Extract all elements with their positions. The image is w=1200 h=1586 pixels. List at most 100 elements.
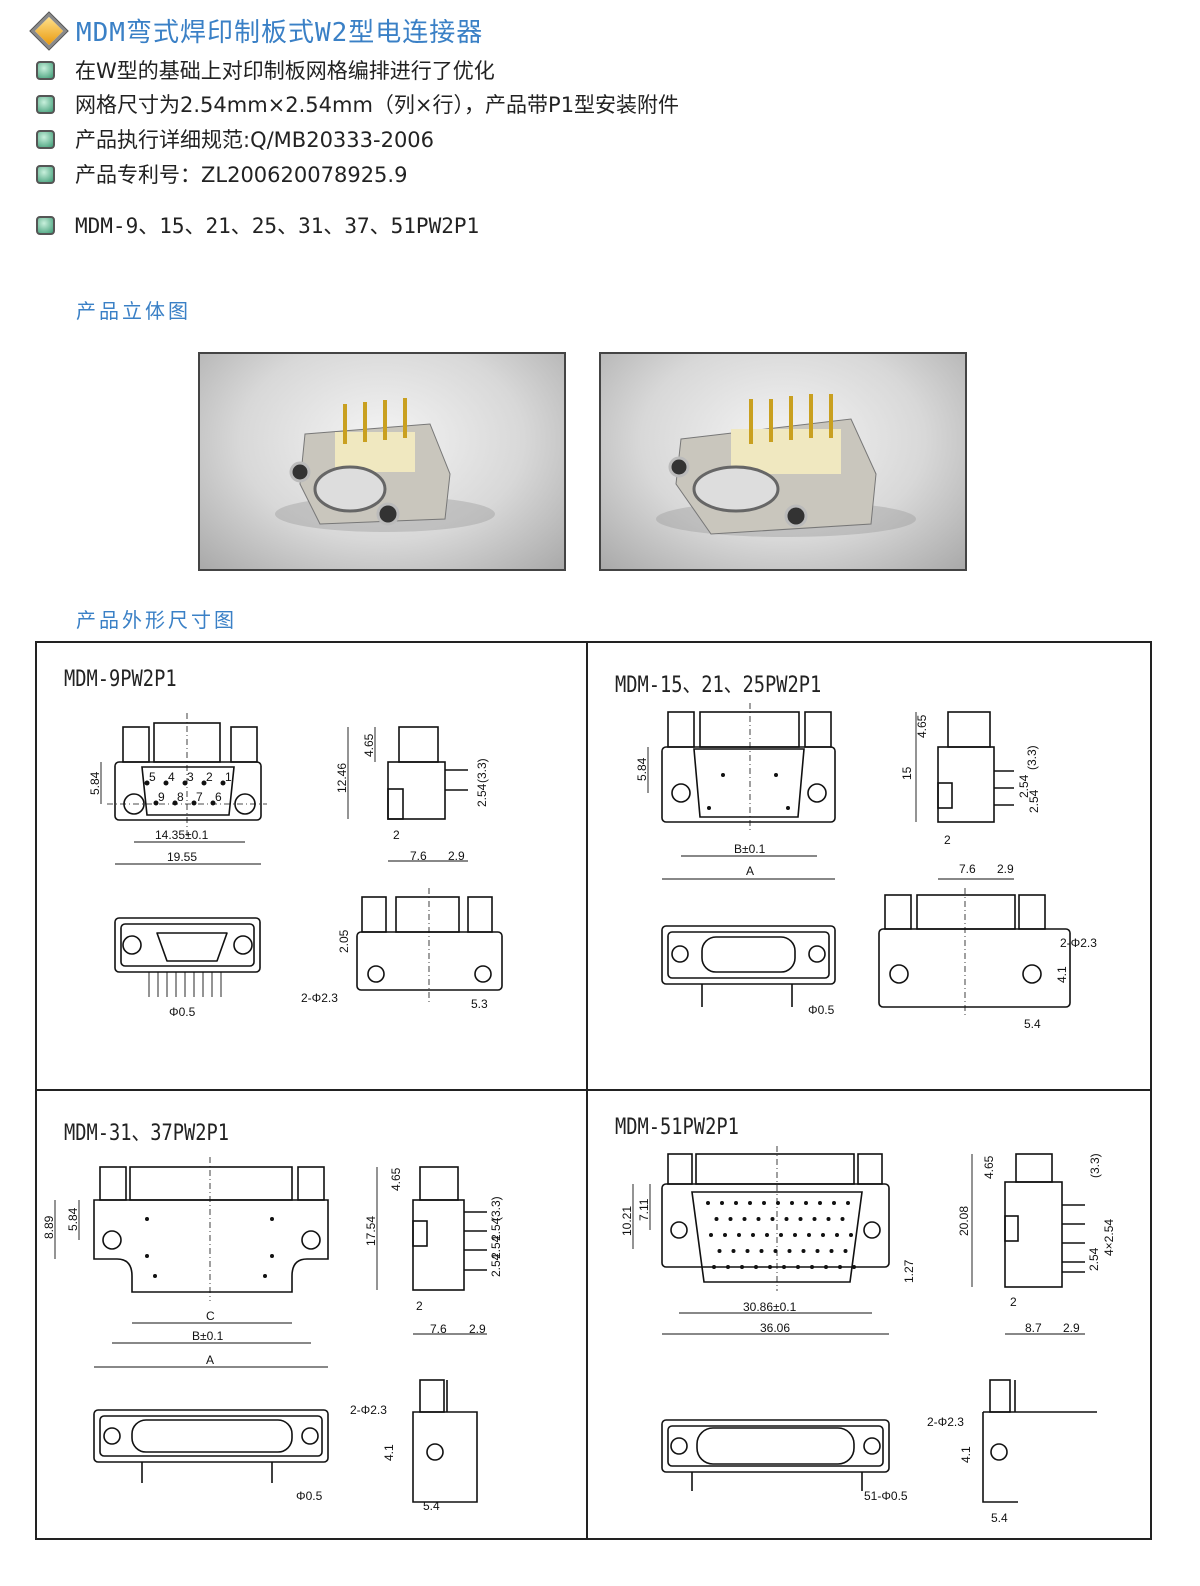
contact-dot [728,1217,733,1221]
dim-label: 4.65 [982,1155,996,1179]
contact-dot [821,1233,825,1237]
dim-label: 5.3 [471,997,488,1011]
dim-label: 20.08 [957,1206,971,1236]
contact-dot [818,1201,822,1205]
contact-dot [776,1201,780,1205]
dim-label: 36.06 [760,1321,790,1335]
dim-label: 2.54 [489,1253,503,1277]
dim-label: 2-Φ2.3 [350,1403,387,1417]
bullet-text: MDM-9、15、21、25、31、37、51PW2P1 [75,214,480,238]
front-view: 5.84 B±0.1 A [635,703,836,880]
dim-label: 7.6 [959,862,976,876]
dim-label: 5.84 [635,757,649,781]
contact-dot [714,1217,719,1221]
bottom-view: Φ0.5 [661,925,836,1017]
dim-label: 12.46 [335,763,349,793]
dim-label: 4.1 [1055,966,1069,983]
contact-dot [784,1217,789,1221]
rear-view: 2.05 2-Φ2.3 5.3 [301,888,503,1011]
contact-dot [801,1249,806,1253]
dim-label: C [206,1309,215,1323]
dim-label: 2.54 [489,1235,503,1259]
contact-dot [807,1233,811,1237]
contact-dot [723,1233,727,1237]
contact-dot [717,1249,722,1253]
dim-label: 2-Φ2.3 [927,1415,964,1429]
dim-label: Φ0.5 [296,1489,323,1503]
rear-view: 2-Φ2.3 4.1 5.4 [878,888,1097,1031]
contact-dot [838,1265,842,1269]
bullet-item: 产品执行详细规范:Q/MB20333-2006 [36,124,434,154]
contact-dot [751,1233,755,1237]
contact-dot [815,1249,820,1253]
dim-label: 5.4 [991,1511,1008,1525]
dim-label: Φ0.5 [808,1003,835,1017]
panel-title: MDM-9PW2P1 [64,667,177,692]
bullet-item: 在W型的基础上对印制板网格编排进行了优化 [36,55,495,85]
dim-label: 2.9 [1063,1321,1080,1335]
dim-label: 15 [900,766,914,780]
rear-view-partial: 2-Φ2.3 4.1 5.4 [927,1379,1097,1525]
dim-label: 4.1 [382,1444,396,1461]
dim-label: 4.65 [915,714,929,738]
dim-label: 19.55 [167,850,197,864]
dim-label: 4×2.54 [1102,1219,1116,1256]
dim-label: 2.9 [469,1322,486,1336]
contact-dot [782,1265,786,1269]
contact-dot [793,1233,797,1237]
bullet-icon [36,129,55,149]
bullet-text: 网格尺寸为2.54mm×2.54mm（列×行），产品带P1型安装附件 [75,93,680,117]
dim-label: 17.54 [364,1216,378,1246]
dimension-drawing: 10.21 7.11 30.86±0.1 36.06 1.27 20.08 4.… [620,1146,1116,1525]
dim-label: 5.4 [423,1499,440,1513]
dim-label: 8.89 [42,1215,56,1239]
pin-label: 6 [215,790,222,804]
section-title-photos: 产品立体图 [76,299,191,323]
dim-label: B±0.1 [192,1329,224,1343]
dim-label: 1.27 [902,1259,916,1283]
contact-dot [829,1249,834,1253]
dim-label: (3.3) [1088,1153,1102,1178]
contact-dot [762,1201,766,1205]
dim-label: 51-Φ0.5 [864,1489,908,1503]
dim-label: 4.65 [389,1167,403,1191]
pin-label: 7 [196,790,203,804]
contact-dot [742,1217,747,1221]
connector-render-9pin [275,398,495,532]
dim-label: 2-Φ2.3 [1060,936,1097,950]
contact-dot [796,1265,800,1269]
bullet-text: 产品专利号：ZL200620078925.9 [75,163,408,187]
dim-label: 2.54 [1017,774,1031,798]
dim-label: (3.3) [1025,745,1039,770]
side-view: 12.46 4.65 (3.3) 2.54 2 7.6 2.9 [335,726,489,863]
dim-label: 7.6 [410,849,427,863]
panel-title: MDM-15、21、25PW2P1 [615,673,822,698]
dim-label: 2-Φ2.3 [301,991,338,1005]
drawing-panel-mdm-31-37: MDM-31、37PW2P1 8.89 5.84 C B±0.1 A 17.54… [37,1091,588,1539]
front-view: 8.89 5.84 C B±0.1 A [42,1157,329,1368]
contact-dot [740,1265,744,1269]
title-text: MDM弯式焊印制板式W2型电连接器 [76,18,484,48]
contact-dot [798,1217,803,1221]
contact-dot [759,1249,764,1253]
dim-label: 2 [416,1299,423,1313]
contact-dot [768,1265,772,1269]
dim-label: (3.3) [475,758,489,783]
bullet-text: 产品执行详细规范:Q/MB20333-2006 [75,128,435,152]
contact-dot [812,1217,817,1221]
bottom-view: Φ0.5 [114,917,261,1019]
dim-label: 2.54 [1027,789,1041,813]
bullet-item: 网格尺寸为2.54mm×2.54mm（列×行），产品带P1型安装附件 [36,89,679,119]
contact-dot [832,1201,836,1205]
grid-divider-horizontal [37,1089,1150,1091]
contact-dot [843,1249,848,1253]
contact-dot [709,1233,713,1237]
contact-dot [810,1265,814,1269]
dim-label: (3.3) [489,1196,503,1221]
dim-label: 7.11 [637,1198,651,1221]
dim-label: 30.86±0.1 [743,1300,797,1314]
dim-label: 5.84 [66,1207,80,1231]
dim-label: 2.54 [1087,1247,1101,1271]
